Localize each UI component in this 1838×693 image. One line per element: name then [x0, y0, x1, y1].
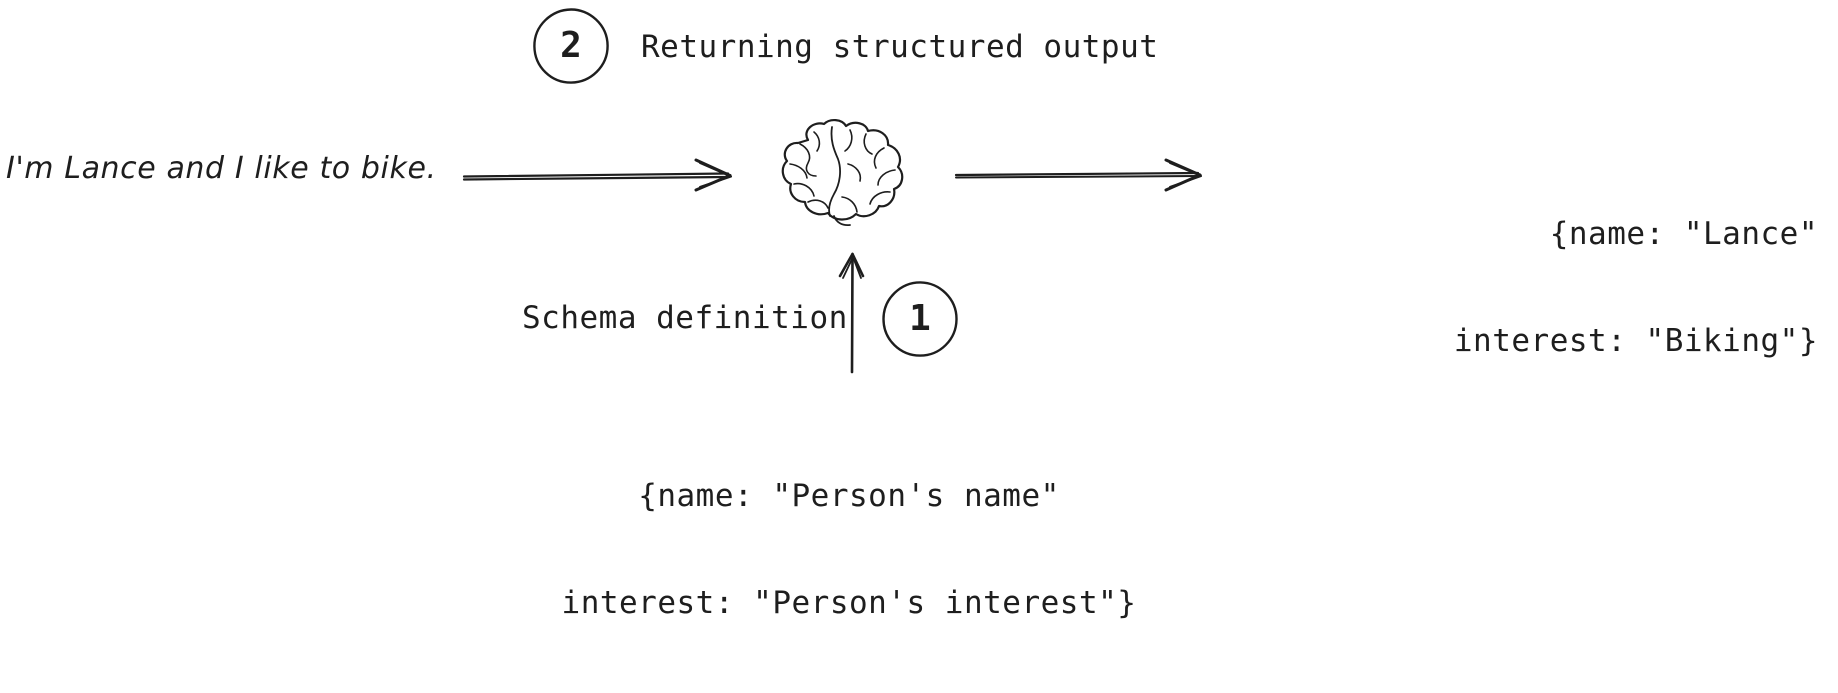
step-badge-2-number: 2 [560, 25, 582, 66]
input-text: I'm Lance and I like to bike. [6, 151, 437, 186]
output-text: {name: "Lance" interest: "Biking"} [1238, 146, 1818, 431]
step-badge-1: 1 [880, 279, 960, 359]
step-2-label: Returning structured output [641, 29, 1159, 65]
schema-line-1: {name: "Person's name" [638, 478, 1060, 515]
brain-icon [762, 118, 924, 234]
arrow-schema-to-model [822, 246, 882, 376]
diagram-canvas: 2 Returning structured output I'm Lance … [6, 6, 1818, 621]
schema-text: {name: "Person's name" interest: "Person… [519, 408, 1179, 693]
step-badge-1-number: 1 [909, 298, 931, 339]
arrow-input-to-model [450, 140, 750, 210]
output-line-1: {name: "Lance" [1549, 216, 1818, 253]
step-1-label: Schema definition [522, 300, 848, 336]
step-badge-2: 2 [531, 6, 611, 86]
schema-line-2: interest: "Person's interest"} [561, 585, 1137, 622]
arrow-model-to-output [952, 145, 1217, 205]
output-line-2: interest: "Biking"} [1453, 323, 1818, 360]
